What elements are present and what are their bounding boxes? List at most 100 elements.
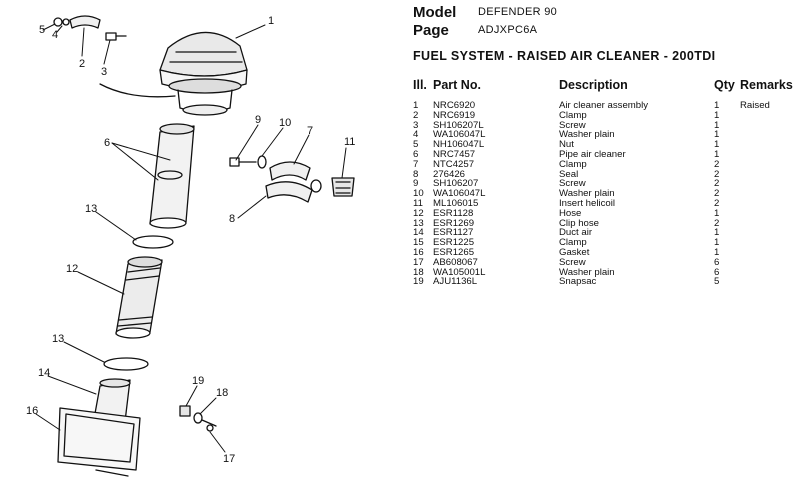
callout-13-upper: 13 [85, 203, 97, 215]
table-row: 17 AB608067 Screw 6 [413, 256, 798, 268]
table-row: 3 SH106207L Screw 1 [413, 119, 798, 131]
cell-qty: 2 [714, 217, 720, 229]
cell-part-no: NRC7457 [433, 148, 476, 160]
duct-air-and-gasket-drawing [57, 378, 141, 477]
cell-description: Air cleaner assembly [559, 100, 649, 111]
callout-19: 19 [192, 375, 204, 387]
callout-7: 7 [307, 125, 313, 137]
callout-13-lower: 13 [52, 333, 64, 345]
cell-qty: 1 [714, 100, 720, 111]
cell-part-no: SH106207 [433, 178, 479, 190]
cell-remarks: Raised [740, 100, 770, 111]
cell-ill: 8 [413, 168, 419, 180]
cell-qty: 1 [714, 129, 720, 141]
cell-part-no: NH106047L [433, 139, 485, 151]
cell-ill: 16 [413, 246, 424, 258]
cell-part-no: ML106015 [433, 197, 479, 209]
cell-description: Washer plain [559, 266, 615, 278]
screw-washer-snapsac-drawing [179, 405, 217, 432]
cell-ill: 18 [413, 266, 424, 278]
callout-16: 16 [26, 405, 38, 417]
cell-part-no: SH106207L [433, 119, 484, 131]
cell-description: Gasket [559, 246, 590, 258]
column-header-qty: Qty [714, 78, 735, 92]
cell-part-no: ESR1225 [433, 237, 475, 249]
callout-10: 10 [279, 117, 291, 129]
cell-ill: 1 [413, 100, 419, 111]
cell-qty: 2 [714, 188, 720, 200]
cell-qty: 2 [714, 168, 720, 180]
cell-qty: 1 [714, 119, 720, 131]
cell-part-no: ESR1128 [433, 207, 474, 219]
cell-part-no: NTC4257 [433, 158, 475, 170]
callout-3: 3 [101, 66, 107, 78]
cell-qty: 6 [714, 266, 720, 278]
cell-part-no: ESR1127 [433, 227, 474, 239]
cell-description: Screw [559, 256, 586, 268]
cell-part-no: AB608067 [433, 256, 478, 268]
column-header-remarks: Remarks [740, 78, 793, 92]
cell-description: Washer plain [559, 129, 615, 141]
cell-ill: 6 [413, 148, 419, 160]
cell-qty: 1 [714, 237, 720, 249]
model-row: Model DEFENDER 90 [413, 4, 793, 22]
cell-part-no: WA105001L [433, 266, 486, 278]
column-header-part-no: Part No. [433, 78, 481, 92]
cell-ill: 12 [413, 207, 424, 219]
cell-ill: 17 [413, 256, 424, 268]
cell-ill: 14 [413, 227, 424, 239]
cell-qty: 1 [714, 207, 720, 219]
callout-18: 18 [216, 387, 228, 399]
callout-numbers: 1 5 4 2 3 6 9 10 7 11 8 13 12 13 14 16 1… [26, 15, 355, 465]
callout-17: 17 [223, 453, 235, 465]
cell-part-no: ESR1265 [433, 246, 475, 258]
cell-part-no: 276426 [433, 168, 466, 180]
callout-6: 6 [104, 137, 110, 149]
table-row: 8 276426 Seal 2 [413, 168, 798, 180]
cell-ill: 15 [413, 237, 424, 249]
cell-part-no: AJU1136L [433, 276, 478, 288]
cell-ill: 4 [413, 129, 419, 141]
cell-qty: 2 [714, 197, 720, 209]
cell-description: Snapsac [559, 276, 597, 288]
callout-9: 9 [255, 114, 261, 126]
model-label: Model [413, 4, 457, 21]
air-cleaner-assembly-drawing [99, 31, 248, 116]
table-row: 18 WA105001L Washer plain 6 [413, 266, 798, 278]
cell-ill: 19 [413, 276, 424, 288]
callout-14: 14 [38, 367, 50, 379]
cell-part-no: NRC6919 [433, 109, 476, 121]
hose-drawing [115, 256, 163, 339]
cell-description: Screw [559, 119, 586, 131]
callout-12: 12 [66, 263, 78, 275]
cell-ill: 3 [413, 119, 419, 131]
column-header-description: Description [559, 78, 628, 92]
cell-description: Seal [559, 168, 579, 180]
pipe-air-cleaner-drawing [149, 123, 195, 229]
section-title: FUEL SYSTEM - RAISED AIR CLEANER - 200TD… [413, 49, 716, 63]
clip-hose-upper-drawing [132, 235, 174, 249]
callout-11: 11 [344, 136, 355, 148]
callout-4: 4 [52, 29, 58, 41]
column-header-ill: Ill. [413, 78, 427, 92]
cell-ill: 2 [413, 109, 419, 121]
page-row: Page ADJXPC6A [413, 22, 793, 40]
cell-qty: 1 [714, 148, 720, 160]
cell-ill: 11 [413, 197, 423, 209]
cell-description: Clamp [559, 158, 587, 170]
callout-8: 8 [229, 213, 235, 225]
model-value: DEFENDER 90 [478, 6, 558, 18]
cell-qty: 6 [714, 256, 720, 268]
